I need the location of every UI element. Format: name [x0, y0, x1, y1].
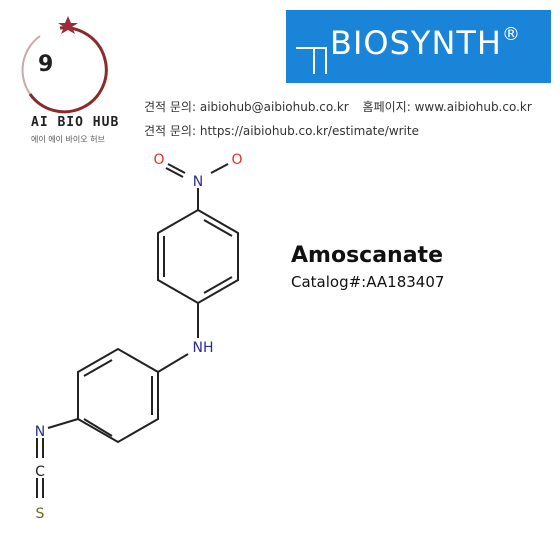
contact-line-2: 견적 문의: https://aibiohub.co.kr/estimate/w… [144, 122, 419, 139]
trademark-symbol: ® [501, 24, 521, 45]
atom-amine-nh: NH [193, 340, 214, 356]
logo-subtitle: 에이 에이 바이오 허브 [31, 135, 105, 144]
homepage-link[interactable]: www.aibiohub.co.kr [414, 100, 532, 114]
atom-oxygen-right: O [231, 152, 242, 168]
atom-oxygen-left: O [153, 152, 164, 168]
biosynth-banner: BIOSYNTH® [286, 10, 551, 83]
contact-email[interactable]: aibiohub@aibiohub.co.kr [199, 100, 349, 114]
logo-number: 9 [38, 52, 54, 77]
quote-label: 견적 문의: [144, 100, 197, 114]
logo-name: AI BIO HUB [31, 115, 120, 130]
biosynth-bracket-icon [296, 47, 327, 74]
atom-isothiocyanate-nitrogen: N [35, 424, 45, 440]
catalog-number: Catalog#:AA183407 [291, 273, 445, 291]
atom-sulfur: S [36, 506, 45, 522]
atom-nitro-nitrogen: N [193, 174, 203, 190]
atom-isothiocyanate-carbon: C [35, 464, 45, 480]
product-name: Amoscanate [291, 243, 443, 268]
structure-bonds [36, 163, 239, 498]
quote-label-2: 견적 문의: [144, 124, 197, 138]
logo-ring-icon [21, 16, 108, 114]
biosynth-logo-text: BIOSYNTH® [330, 24, 521, 62]
contact-line-1: 견적 문의: aibiohub@aibiohub.co.kr 홈페이지: www… [144, 98, 532, 115]
chemical-structure: O N O NH N C S [35, 152, 243, 522]
brand-name: BIOSYNTH [330, 24, 502, 62]
estimate-link[interactable]: https://aibiohub.co.kr/estimate/write [199, 124, 419, 138]
homepage-label: 홈페이지: [362, 100, 411, 114]
aibiohub-logo: 9 AI BIO HUB 에이 에이 바이오 허브 [18, 14, 128, 146]
